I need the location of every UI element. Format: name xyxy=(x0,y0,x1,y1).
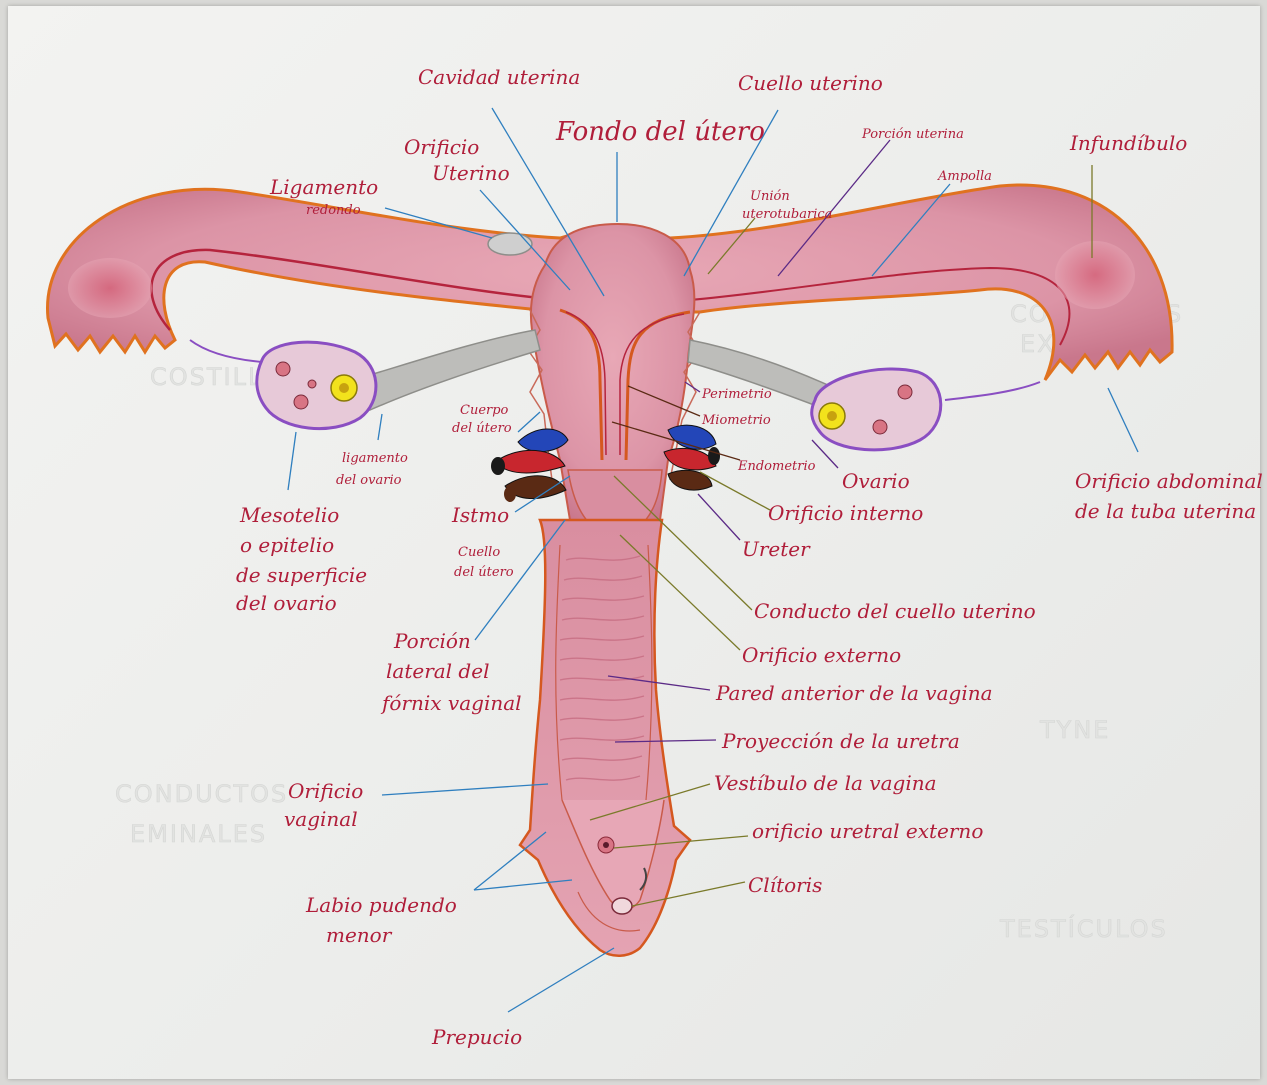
label-orificio-abdominal-1: Orificio abdominal xyxy=(1075,469,1263,493)
follicle-right-2 xyxy=(873,420,887,434)
label-porcion-lateral-1: Porción xyxy=(393,629,471,653)
ovary-left xyxy=(257,342,376,428)
label-orificio-vaginal-2: vaginal xyxy=(284,807,358,831)
label-orificio-abdominal-2: de la tuba uterina xyxy=(1075,499,1256,523)
vessels-left xyxy=(491,429,568,502)
label-orificio-vaginal-1: Orificio xyxy=(288,779,363,803)
label-mesotelio-3: de superficie xyxy=(236,563,367,587)
label-cuerpo-utero-1: Cuerpo xyxy=(460,403,509,418)
label-orificio-interno: Orificio interno xyxy=(768,501,923,525)
label-cuello-del-utero-1: Cuello xyxy=(458,545,500,560)
label-porcion-uterina: Porción uterina xyxy=(861,127,964,142)
infundibulum-left-shade xyxy=(68,258,152,318)
label-cuello-del-utero-2: del útero xyxy=(454,565,514,580)
label-vestibulo: Vestíbulo de la vagina xyxy=(714,771,937,795)
label-porcion-lateral-2: lateral del xyxy=(386,659,489,683)
label-proyeccion-uretra: Proyección de la uretra xyxy=(721,729,960,753)
follicle-left-2 xyxy=(294,395,308,409)
label-conducto-cuello: Conducto del cuello uterino xyxy=(754,599,1036,623)
label-fondo-del-utero: Fondo del útero xyxy=(555,117,765,147)
label-ampolla: Ampolla xyxy=(937,169,992,184)
follicle-left-3 xyxy=(308,380,316,388)
label-clitoris: Clítoris xyxy=(748,873,822,897)
watermark-eminales: EMINALES xyxy=(130,820,267,848)
clitoris xyxy=(612,898,632,914)
label-cavidad-uterina: Cavidad uterina xyxy=(418,65,580,89)
label-miometrio: Miometrio xyxy=(701,413,771,428)
mesovarium-right xyxy=(945,382,1040,400)
urethral-orifice-center xyxy=(603,842,609,848)
label-mesotelio-2: o epitelio xyxy=(240,533,334,557)
label-orificio-uterino-2: Uterino xyxy=(432,161,510,185)
label-perimetrio: Perimetrio xyxy=(701,387,772,402)
mesovarium-left xyxy=(190,340,262,362)
corpus-luteum-right-core xyxy=(827,411,837,421)
label-ureter: Ureter xyxy=(742,537,811,561)
label-infundibulo: Infundíbulo xyxy=(1069,131,1187,155)
label-cuerpo-utero-2: del útero xyxy=(452,421,512,436)
ovarian-ligament-left xyxy=(360,330,540,410)
label-orificio-externo: Orificio externo xyxy=(742,643,901,667)
corpus-luteum-left-core xyxy=(339,383,349,393)
label-ligamento-ovario-1: ligamento xyxy=(342,451,408,466)
label-union-2: uterotubarica xyxy=(742,207,832,222)
label-labio-pudendo-1: Labio pudendo xyxy=(305,893,457,917)
vessels-right xyxy=(664,425,720,490)
label-union-1: Unión xyxy=(750,189,790,204)
label-ligamento-redondo-2: redondo xyxy=(306,203,361,218)
label-pared-anterior: Pared anterior de la vagina xyxy=(715,681,993,705)
watermark-tyne: TYNE xyxy=(1039,716,1110,744)
label-prepucio: Prepucio xyxy=(431,1025,522,1049)
label-porcion-lateral-3: fórnix vaginal xyxy=(380,691,522,715)
follicle-left-1 xyxy=(276,362,290,376)
label-mesotelio-4: del ovario xyxy=(236,591,337,615)
watermark-conductos-3: CONDUCTOS xyxy=(115,780,288,808)
label-endometrio: Endometrio xyxy=(737,459,816,474)
label-ovario: Ovario xyxy=(842,469,910,493)
label-ligamento-redondo-1: Ligamento xyxy=(269,175,378,199)
label-orificio-uterino-1: Orificio xyxy=(404,135,479,159)
round-ligament xyxy=(488,233,532,255)
label-istmo: Istmo xyxy=(451,503,509,527)
label-cuello-uterino-top: Cuello uterino xyxy=(738,71,883,95)
label-mesotelio-1: Mesotelio xyxy=(239,503,339,527)
label-labio-pudendo-2: menor xyxy=(326,923,393,947)
label-ligamento-ovario-2: del ovario xyxy=(336,473,402,488)
infundibulum-right-shade xyxy=(1055,241,1135,309)
follicle-right-1 xyxy=(898,385,912,399)
label-orificio-uretral: orificio uretral externo xyxy=(752,819,983,843)
watermark-testiculos: TESTÍCULOS xyxy=(999,914,1168,943)
